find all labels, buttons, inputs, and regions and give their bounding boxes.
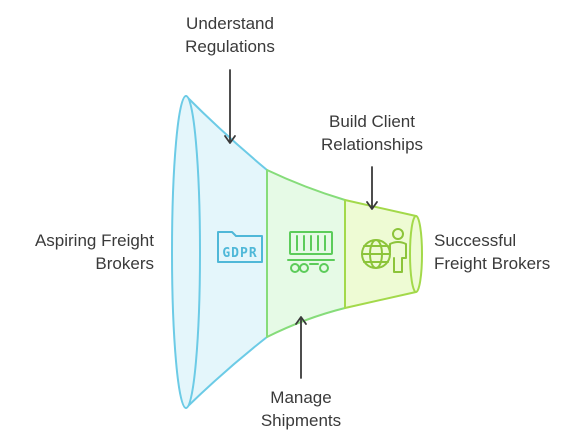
gdpr-icon-text: GDPR xyxy=(222,246,257,261)
gdpr-folder-icon: GDPR xyxy=(217,231,263,263)
label-successful-freight-brokers: Successful Freight Brokers xyxy=(434,231,551,273)
funnel-mouth xyxy=(171,95,201,409)
label-build-client-relationships: Build Client Relationships xyxy=(320,112,424,154)
freight-truck-icon xyxy=(287,231,335,273)
label-manage-shipments: Manage Shipments xyxy=(260,388,342,430)
funnel-end xyxy=(409,215,423,293)
globe-person-icon xyxy=(361,228,407,273)
arrow-shipments xyxy=(295,316,307,379)
label-understand-regulations: Understand Regulations xyxy=(185,14,275,56)
arrow-relationships xyxy=(366,166,378,210)
label-aspiring-freight-brokers: Aspiring Freight Brokers xyxy=(34,231,154,273)
arrow-regulations xyxy=(224,69,236,144)
